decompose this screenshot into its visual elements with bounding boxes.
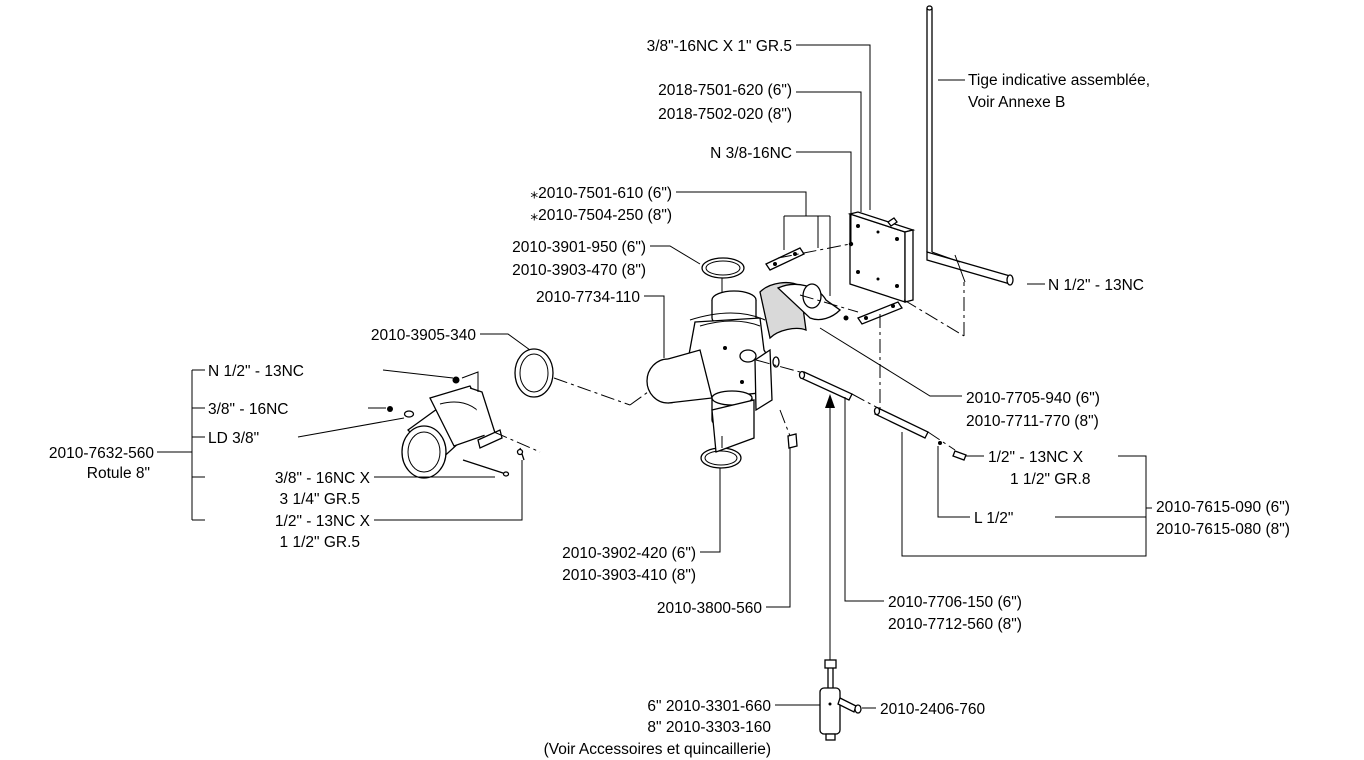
label-nut-38: N 3/8-16NC: [710, 145, 792, 162]
label-fitting: 2010-3800-560: [657, 600, 763, 617]
label-shield-6: 2010-7705-940 (6"): [966, 390, 1100, 407]
label-gasket-bottom-6: 2010-3902-420 (6"): [562, 545, 696, 562]
label-ring: 2010-3905-340: [371, 327, 477, 344]
part-labels: 3/8"-16NC X 1" GR.5 2018-7501-620 (6") 2…: [49, 38, 1290, 758]
swivel-assembly-part: [387, 348, 554, 479]
label-plate-6: 2018-7501-620 (6"): [658, 82, 792, 99]
bracket-parts: [765, 247, 903, 325]
leader-lines: [157, 44, 1152, 709]
label-plate-8: 2018-7502-020 (8"): [658, 106, 792, 123]
label-left-nut: N 1/2" - 13NC: [208, 363, 304, 380]
label-star-8: ⁎2010-7504-250 (8"): [530, 207, 672, 224]
cylinder-part: [819, 659, 862, 741]
label-bolt-top: 3/8"-16NC X 1" GR.5: [647, 38, 792, 55]
label-left-bolt-2: 3 1/4" GR.5: [280, 491, 360, 508]
label-rod-6: 2010-7706-150 (6"): [888, 594, 1022, 611]
label-cylinder-note: (Voir Accessoires et quincaillerie): [544, 741, 771, 758]
label-rotule-name: Rotule 8": [87, 465, 150, 482]
label-star-6: ⁎2010-7501-610 (6"): [530, 185, 672, 202]
label-gasket-bottom-8: 2010-3903-410 (8"): [562, 567, 696, 584]
label-rotule-code: 2010-7632-560: [49, 445, 155, 462]
label-cylinder-8: 8" 2010-3303-160: [647, 719, 771, 736]
label-bolt-right-2: 1 1/2" GR.8: [1010, 471, 1090, 488]
label-rod-8: 2010-7712-560 (8"): [888, 616, 1022, 633]
label-tige-1: Tige indicative assemblée,: [968, 72, 1150, 89]
pin-parts: [798, 370, 967, 461]
label-pin-8: 2010-7615-080 (8"): [1156, 521, 1290, 538]
label-shield-8: 2010-7711-770 (8"): [966, 413, 1099, 430]
shield-part: [759, 281, 849, 340]
label-tige-2: Voir Annexe B: [968, 94, 1065, 111]
label-pin-6: 2010-7615-090 (6"): [1156, 499, 1290, 516]
label-cylinder-6: 6" 2010-3301-660: [647, 698, 771, 715]
label-left-bolt-1: 3/8" - 16NC X: [275, 470, 371, 487]
label-left-ld: LD 3/8": [208, 430, 259, 447]
label-gasket-top-6: 2010-3901-950 (6"): [512, 239, 646, 256]
mounting-plate-part: [847, 211, 916, 303]
label-gasket-top-8: 2010-3903-470 (8"): [512, 262, 646, 279]
label-left-38: 3/8" - 16NC: [208, 401, 288, 418]
label-left-bolt2-1: 1/2" - 13NC X: [275, 513, 371, 530]
label-cylinder-fitting: 2010-2406-760: [880, 701, 986, 718]
label-body: 2010-7734-110: [536, 289, 640, 306]
gasket-parts: [700, 257, 745, 469]
label-l-half: L 1/2": [974, 510, 1013, 527]
assembly-center-lines: [493, 243, 965, 453]
indicator-rod-part: [926, 5, 1014, 286]
label-nut-half-right: N 1/2" - 13NC: [1048, 277, 1144, 294]
label-left-bolt2-2: 1 1/2" GR.5: [280, 534, 360, 551]
label-bolt-right-1: 1/2" - 13NC X: [988, 449, 1084, 466]
